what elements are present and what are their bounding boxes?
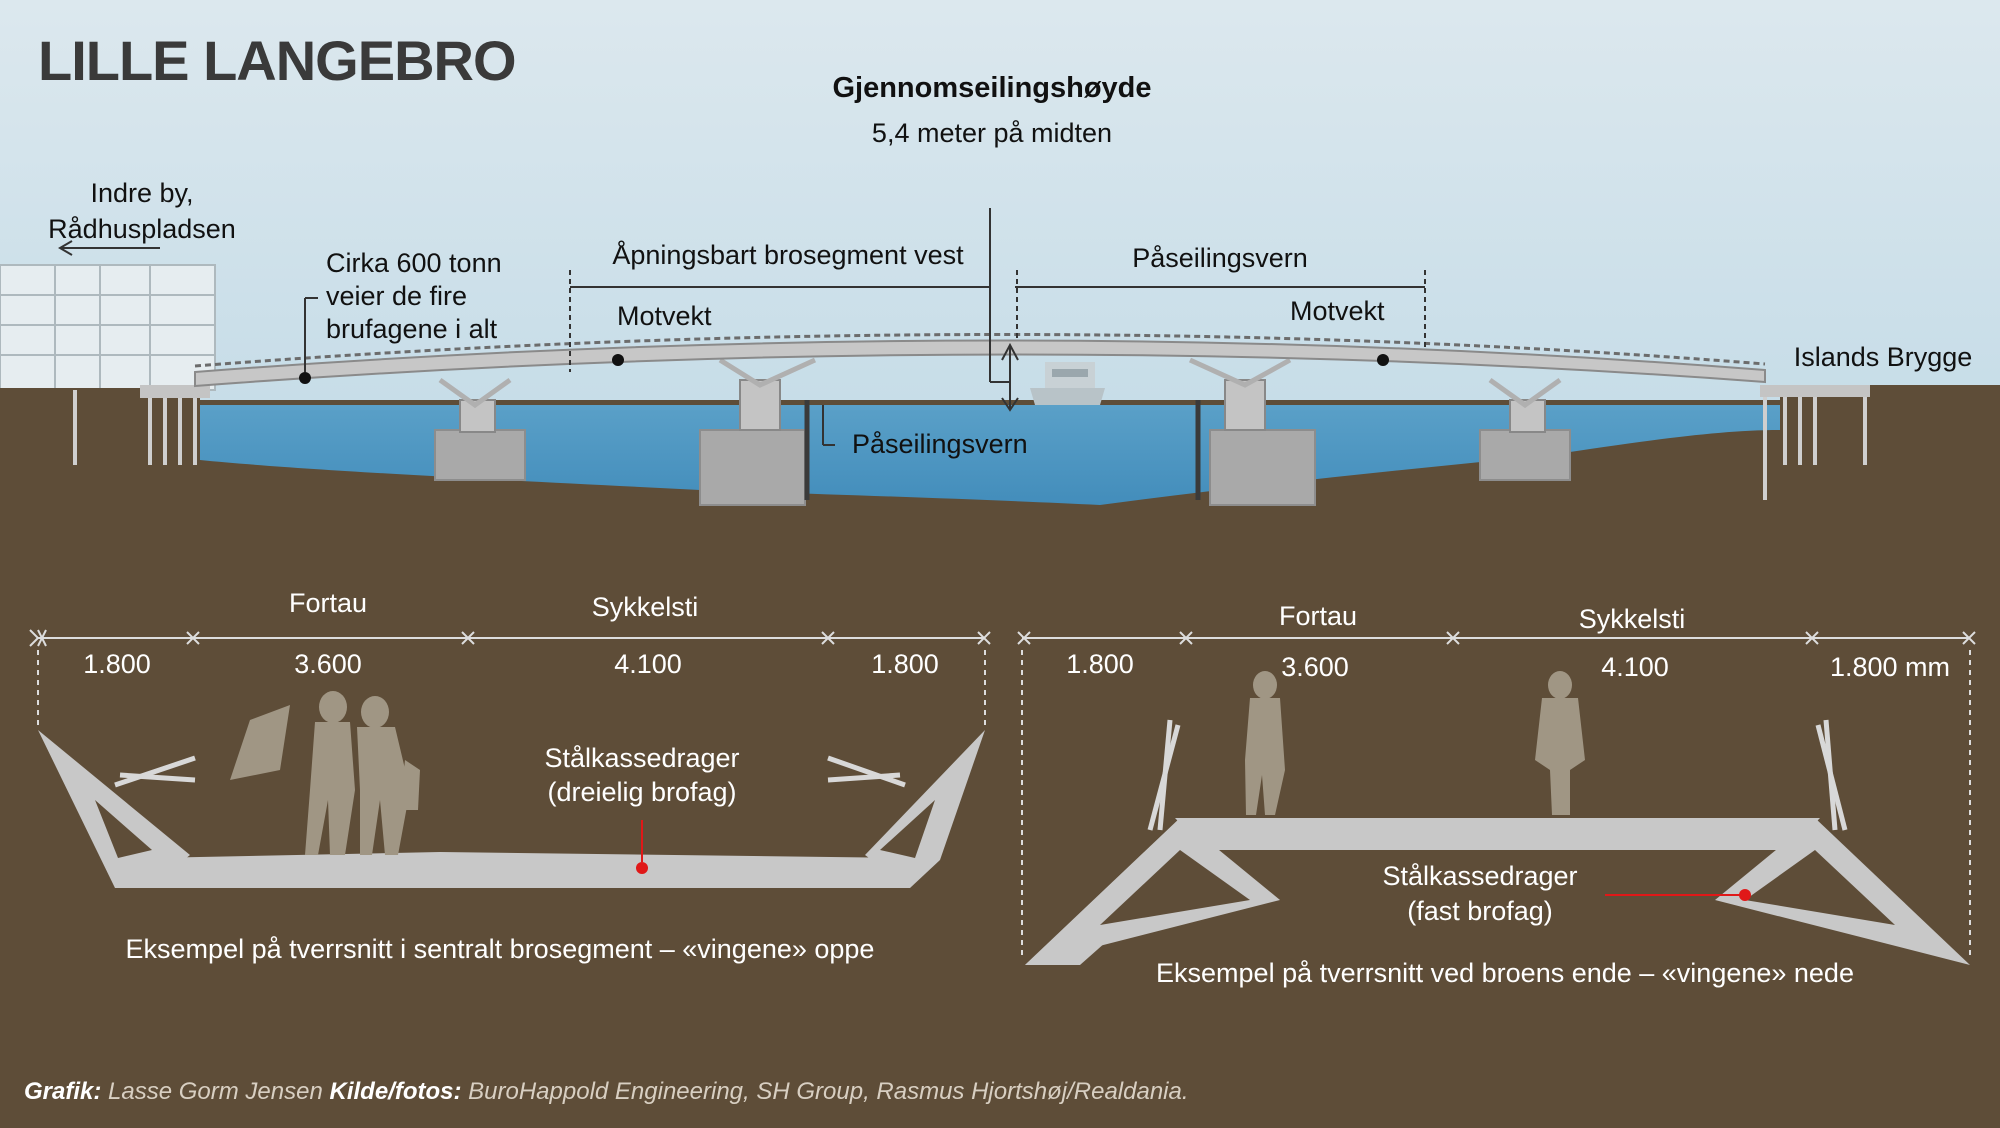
- right-deck: [1175, 818, 1820, 850]
- fender-posts: [804, 400, 1201, 500]
- right-caption: Eksempel på tverrsnitt ved broens ende –…: [1156, 958, 1854, 988]
- right-dim-4: 1.800 mm: [1830, 652, 1950, 682]
- credits-graphic-label: Grafik:: [24, 1078, 102, 1105]
- left-dim-1: 1.800: [83, 649, 151, 679]
- left-pedestrians: [230, 691, 420, 855]
- weight-label-1: Cirka 600 tonn: [326, 248, 502, 278]
- markers: [299, 354, 1389, 384]
- islands-brygge-label: Islands Brygge: [1794, 342, 1973, 372]
- right-girder-marker: [1739, 889, 1751, 901]
- credits-source-label: Kilde/fotos:: [329, 1078, 462, 1105]
- right-dimension-line: [1017, 631, 1976, 960]
- city-buildings: [0, 264, 216, 391]
- bridge-deck: [194, 339, 1766, 388]
- right-dim-3: 4.100: [1601, 652, 1669, 682]
- credits-graphic-name: Lasse Gorm Jensen: [108, 1078, 323, 1105]
- left-girder-label-2: (dreielig brofag): [547, 777, 736, 807]
- ground: [0, 385, 2000, 1128]
- segment-dimension-lines: [304, 208, 1426, 446]
- left-wing-right-cut: [880, 800, 935, 858]
- right-zone-fortau: Fortau: [1279, 601, 1357, 631]
- left-dimension-line: [29, 629, 991, 730]
- left-girder-marker: [636, 862, 648, 874]
- clearance-heading: Gjennomseilingshøyde: [832, 72, 1151, 104]
- inner-city-label-2: Rådhuspladsen: [48, 214, 236, 244]
- abutment-piles: [73, 390, 1867, 500]
- left-zone-fortau: Fortau: [289, 588, 367, 618]
- left-wing-left-cut: [95, 800, 152, 858]
- left-railings: [114, 755, 906, 788]
- right-dim-2: 3.600: [1281, 652, 1349, 682]
- right-wing-left-cut: [1100, 850, 1250, 925]
- clearance-value: 5,4 meter på midten: [872, 118, 1112, 148]
- fender-top-label: Påseilingsvern: [1132, 243, 1308, 273]
- boat: [1030, 362, 1105, 405]
- counterweight-right-label: Motvekt: [1290, 296, 1385, 326]
- left-wing-left: [38, 730, 190, 888]
- arrow-head: [58, 240, 73, 256]
- left-zone-sykkelsti: Sykkelsti: [592, 592, 699, 622]
- weight-label-3: brufagene i alt: [326, 314, 498, 344]
- left-dim-4: 1.800: [871, 649, 939, 679]
- pier-machinery: [459, 379, 1546, 433]
- left-deck: [150, 852, 910, 888]
- weight-label-2: veier de fire: [326, 281, 467, 311]
- credits-source-names: BuroHappold Engineering, SH Group, Rasmu…: [468, 1078, 1189, 1105]
- right-people: [1245, 671, 1585, 815]
- abutment-left: [140, 385, 210, 398]
- right-railings: [1147, 719, 1848, 831]
- right-girder-label-1: Stålkassedrager: [1382, 861, 1577, 891]
- right-dim-1: 1.800: [1066, 649, 1134, 679]
- opening-segment-label: Åpningsbart brosegment vest: [612, 239, 964, 270]
- section-right: Fortau Sykkelsti 1.800 3.600 4.100 1.800…: [1017, 601, 1976, 988]
- abutment-right: [1760, 385, 1870, 397]
- left-dim-3: 4.100: [614, 649, 682, 679]
- section-left: Fortau Sykkelsti 1.800 3.600 4.100 1.800: [29, 588, 991, 964]
- page-title: LILLE LANGEBRO: [38, 29, 516, 92]
- right-zone-sykkelsti: Sykkelsti: [1579, 604, 1686, 634]
- right-wing-right-cut: [1745, 850, 1895, 925]
- credits: Grafik: Lasse Gorm Jensen Kilde/fotos: B…: [24, 1078, 1189, 1106]
- inner-city-label-1: Indre by,: [90, 178, 193, 208]
- left-caption: Eksempel på tverrsnitt i sentralt broseg…: [126, 934, 875, 964]
- counterweight-left-label: Motvekt: [617, 301, 712, 331]
- right-girder-label-2: (fast brofag): [1407, 896, 1553, 926]
- left-dim-2: 3.600: [294, 649, 362, 679]
- bridge-struts: [438, 357, 1562, 409]
- fender-water-label: Påseilingsvern: [852, 429, 1028, 459]
- pier-foundations: [434, 429, 1571, 506]
- left-girder-label-1: Stålkassedrager: [544, 743, 739, 773]
